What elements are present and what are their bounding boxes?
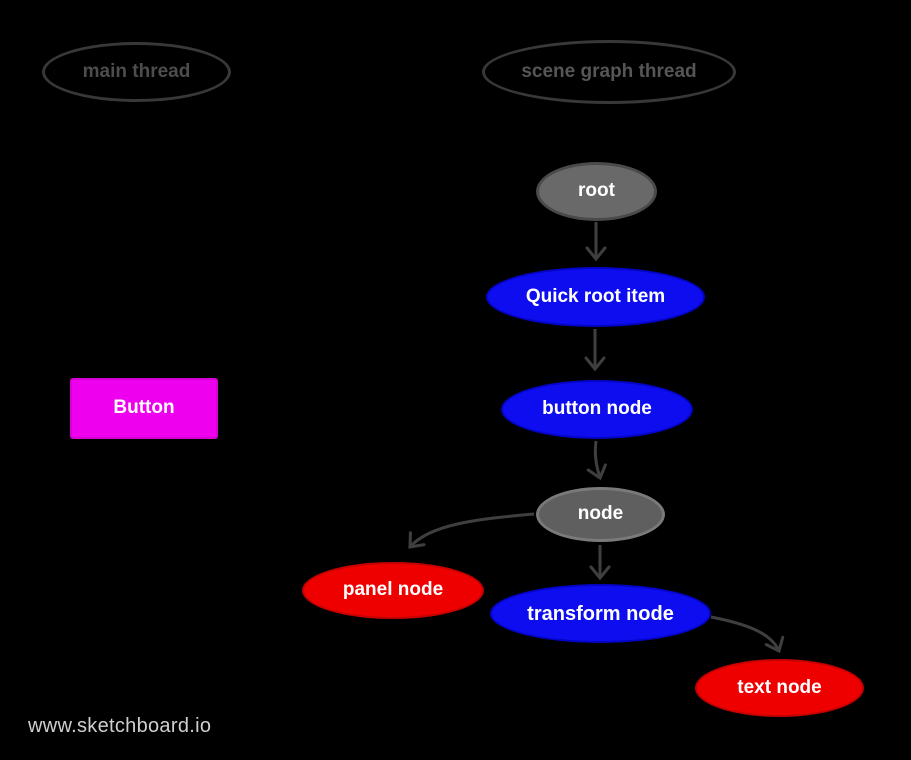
edge-node-to-panel-node[interactable]	[408, 512, 535, 549]
node-panel-node[interactable]: panel node	[302, 562, 484, 619]
node-button-node[interactable]: button node	[501, 380, 693, 439]
node-root-label: root	[578, 180, 615, 202]
node-root[interactable]: root	[536, 162, 657, 221]
node-button-node-label: button node	[542, 398, 652, 420]
edge-transform-node-to-text-node[interactable]	[710, 615, 785, 654]
node-text-node[interactable]: text node	[695, 659, 864, 717]
node-node-label: node	[577, 503, 624, 525]
sketchboard-watermark-link[interactable]: www.sketchboard.io	[28, 715, 212, 737]
node-quick-root-item[interactable]: Quick root item	[486, 267, 705, 327]
node-text-node-label: text node	[737, 676, 822, 698]
scene-graph-thread-text: scene graph thread	[521, 60, 697, 82]
button-widget-label: Button	[113, 397, 175, 419]
node-quick-root-item-label: Quick root item	[525, 285, 666, 307]
main-thread-lane-label[interactable]: main thread	[42, 42, 231, 102]
node-panel-node-label: panel node	[342, 579, 444, 601]
scene-graph-thread-lane-label[interactable]: scene graph thread	[482, 40, 736, 104]
node-transform-node-label: transform node	[527, 602, 674, 625]
edge-button-node-to-node[interactable]	[586, 440, 607, 481]
node-transform-node[interactable]: transform node	[490, 584, 711, 643]
main-thread-text: main thread	[82, 60, 191, 82]
node-node[interactable]: node	[536, 487, 665, 542]
button-widget[interactable]: Button	[70, 378, 218, 439]
